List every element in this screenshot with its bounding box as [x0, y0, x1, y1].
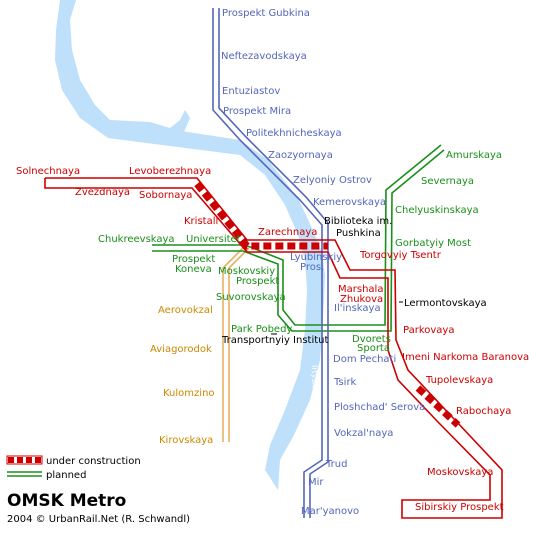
- station-tsirk: Tsirk: [333, 377, 357, 388]
- station-zarechnaya: Zarechnaya: [258, 227, 317, 238]
- river-label: Irtysh: [310, 365, 319, 388]
- station-zaozyornaya: Zaozyornaya: [268, 150, 333, 161]
- red-construction: [194, 181, 461, 428]
- station-torgovyiy-tsentr: Torgovyiy Tsentr: [359, 250, 442, 261]
- station-moskovskaya: Moskovskaya: [427, 467, 493, 478]
- orange-line-labels: Aerovokzal Aviagorodok Kulomzino Kirovsk…: [150, 305, 215, 446]
- station-moskovskiy-prospekt: Moskovskiy: [218, 266, 275, 277]
- orange-line: [222, 247, 250, 442]
- station-lyubinskiy: Lyubinskiy: [290, 252, 342, 263]
- green-line-labels: Amurskaya Severnaya Chelyuskinskaya Gorb…: [98, 150, 502, 354]
- station-biblioteka-2: Pushkina: [336, 228, 381, 239]
- station-sibirskiy: Sibirskiy Prospekt: [415, 502, 504, 513]
- station-gorbatyiy-most: Gorbatyiy Most: [395, 238, 471, 249]
- station-kristall: Kristall: [184, 216, 218, 227]
- station-amurskaya: Amurskaya: [446, 150, 502, 161]
- station-marshala-zhukova-2: Zhukova: [340, 294, 383, 305]
- station-chukreevskaya: Chukreevskaya: [98, 234, 175, 245]
- station-transportnyiy: Transportnyiy Institut: [221, 335, 329, 346]
- station-suvorovskaya: Suvorovskaya: [216, 292, 286, 303]
- map-title: OMSK Metro: [7, 491, 126, 511]
- station-levoberezhnaya: Levoberezhnaya: [129, 166, 211, 177]
- red-line-labels: Solnechnaya Levoberezhnaya Zvezdnaya Sob…: [16, 166, 529, 513]
- station-aerovokzal: Aerovokzal: [158, 305, 213, 316]
- station-prospekt-mira: Prospekt Mira: [223, 106, 291, 117]
- station-parkovaya: Parkovaya: [403, 325, 454, 336]
- station-maryanovo: Mar'yanovo: [301, 506, 359, 517]
- station-kemerovskaya: Kemerovskaya: [313, 197, 386, 208]
- station-trud: Trud: [325, 459, 347, 470]
- station-neftezavodskaya: Neftezavodskaya: [221, 51, 307, 62]
- station-ticks: [271, 301, 403, 335]
- station-marshala-zhukova: Marshala: [338, 284, 383, 295]
- legend-planned: planned: [46, 470, 86, 481]
- station-kulomzino: Kulomzino: [163, 388, 215, 399]
- station-biblioteka: Biblioteka im.: [324, 216, 392, 227]
- station-sobornaya: Sobornaya: [139, 190, 192, 201]
- red-line: [44, 177, 503, 519]
- station-ilinskaya: Il'inskaya: [334, 303, 381, 314]
- station-politekhnicheskaya: Politekhnicheskaya: [246, 128, 342, 139]
- station-severnaya: Severnaya: [421, 176, 474, 187]
- station-kirovskaya: Kirovskaya: [159, 435, 213, 446]
- station-rabochaya: Rabochaya: [456, 406, 511, 417]
- station-vokzalnaya: Vokzal'naya: [334, 428, 393, 439]
- station-dvorets-sporta-2: Sporta: [357, 343, 390, 354]
- station-prospekt-koneva: Prospekt: [172, 254, 215, 265]
- blue-line-labels: Prospekt Gubkina Neftezavodskaya Entuzia…: [221, 8, 425, 517]
- station-ploshchad: Ploshchad' Serova: [334, 402, 425, 413]
- station-dom-pechati: Dom Pechati: [333, 354, 396, 365]
- station-prospekt-gubkina: Prospekt Gubkina: [222, 8, 310, 19]
- station-lyubinskiy-2: Pros.: [300, 262, 324, 273]
- station-aviagorodok: Aviagorodok: [150, 344, 212, 355]
- green-line: [152, 144, 445, 332]
- station-zelyoniy-ostrov: Zelyoniy Ostrov: [293, 175, 372, 186]
- legend-under-construction: under construction: [46, 456, 141, 467]
- station-dvorets-sporta: Dvorets: [352, 334, 391, 345]
- station-entuziastov: Entuziastov: [222, 86, 280, 97]
- legend-construction-swatch: [6, 455, 43, 465]
- station-universitet: Universitet: [186, 234, 241, 245]
- station-solnechnaya: Solnechnaya: [16, 166, 80, 177]
- station-mir: Mir: [308, 477, 324, 488]
- station-moskovskiy-prospekt-2: Prospekt: [236, 276, 279, 287]
- station-zvezdnaya: Zvezdnaya: [75, 187, 130, 198]
- station-chelyuskinskaya: Chelyuskinskaya: [395, 205, 479, 216]
- station-tupolevskaya: Tupolevskaya: [425, 375, 493, 386]
- station-lermontovskaya: Lermontovskaya: [404, 298, 487, 309]
- legend: under construction planned: [6, 455, 141, 481]
- station-prospekt-koneva-2: Koneva: [175, 264, 212, 275]
- station-imeni-narkoma: Imeni Narkoma Baranova: [402, 352, 529, 363]
- blue-line: [212, 8, 329, 518]
- river: [55, 0, 325, 490]
- map-credit: 2004 © UrbanRail.Net (R. Schwandl): [7, 514, 190, 525]
- station-park-pobedy: Park Pobedy: [231, 324, 292, 335]
